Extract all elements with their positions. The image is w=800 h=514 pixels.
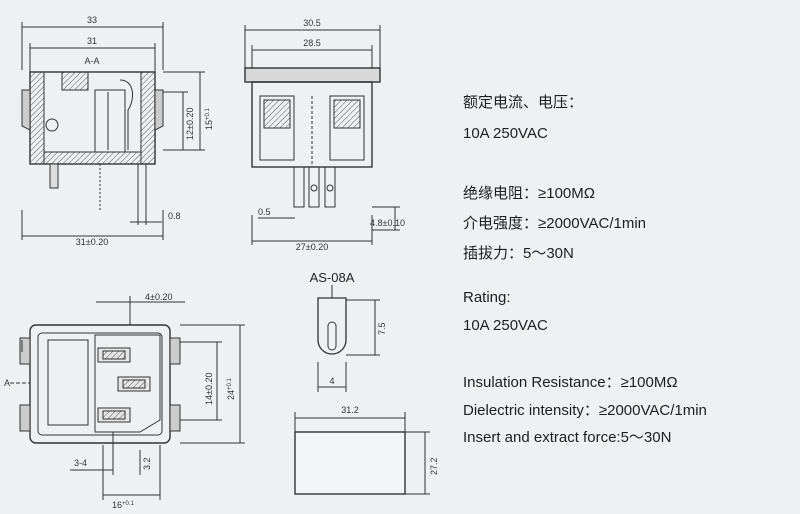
dim-base-front: 27±0.20 bbox=[296, 242, 328, 252]
dim-inner-width-front: 28.5 bbox=[303, 38, 321, 48]
spec-en-force: Insert and extract force:5～30N bbox=[463, 429, 672, 446]
dim-cutout-height: 27.2 bbox=[429, 457, 439, 475]
spec-en-rating-label: Rating: bbox=[463, 289, 511, 306]
spec-cn-insulation: 绝缘电阻：≥100MΩ bbox=[463, 185, 595, 202]
dim-height-24: 24+0.1 bbox=[226, 377, 236, 400]
dim-height-14: 14±0.20 bbox=[204, 373, 214, 405]
spec-en-dielectric: Dielectric intensity：≥2000VAC/1min bbox=[463, 402, 707, 419]
panel-cutout bbox=[294, 412, 430, 495]
dim-overall-width-left: 33 bbox=[87, 15, 97, 25]
dim-height-15: 15+0.1 bbox=[204, 107, 214, 130]
spec-cn-force: 插拔力：5～30N bbox=[463, 245, 574, 262]
top-view bbox=[10, 296, 245, 500]
terminal-as-08a bbox=[317, 285, 380, 392]
dim-bottom-width: 16+0.1 bbox=[112, 500, 135, 510]
dim-overall-width-front: 30.5 bbox=[303, 18, 321, 28]
dim-top-offset: 4±0.20 bbox=[145, 292, 172, 302]
dim-cutout-width: 31.2 bbox=[341, 405, 359, 415]
dim-inner-width-left: 31 bbox=[87, 36, 97, 46]
dim-base-left: 31±0.20 bbox=[76, 237, 108, 247]
front-view bbox=[244, 25, 400, 245]
dim-pitch: 3.2 bbox=[142, 457, 152, 470]
dim-gap: 0.5 bbox=[258, 207, 271, 217]
dim-pin-height: 4.8±0.10 bbox=[370, 218, 405, 228]
dim-height-12: 12±0.20 bbox=[185, 108, 195, 140]
spec-cn-rated-label: 额定电流、电压： bbox=[463, 94, 584, 111]
dim-left-offset: 3-4 bbox=[74, 458, 87, 468]
dim-terminal-width: 4 bbox=[329, 376, 334, 386]
spec-cn-rated-value: 10A 250VAC bbox=[463, 125, 548, 142]
spec-en-rating-value: 10A 250VAC bbox=[463, 317, 548, 334]
terminal-title: AS-08A bbox=[310, 270, 355, 285]
dim-terminal-height: 7.5 bbox=[377, 322, 387, 335]
section-view-a-a bbox=[21, 22, 205, 240]
dim-pin-width: 0.8 bbox=[168, 211, 181, 221]
spec-en-insulation: Insulation Resistance：≥100MΩ bbox=[463, 374, 678, 391]
spec-cn-dielectric: 介电强度：≥2000VAC/1min bbox=[463, 215, 647, 232]
section-label: A-A bbox=[84, 56, 99, 66]
section-marker-a: A bbox=[4, 378, 10, 388]
